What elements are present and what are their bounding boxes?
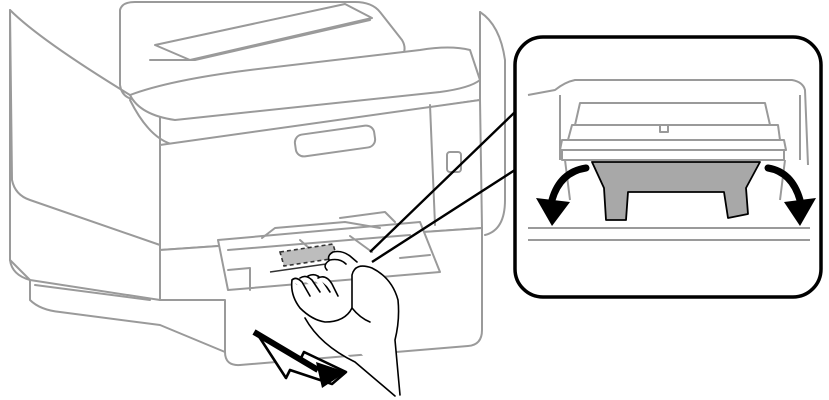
printer-icon — [9, 1, 506, 367]
printer-paper-feeder — [154, 3, 373, 61]
hand-icon — [290, 250, 401, 397]
callout-pointer — [369, 111, 519, 264]
cassette-detail — [527, 79, 810, 241]
rotate-down-arrow-icon — [536, 164, 590, 226]
printer-front-handle — [293, 124, 377, 158]
detail-inset — [513, 35, 823, 299]
rotate-down-arrow-icon — [764, 164, 816, 226]
pull-arrow-icon — [252, 329, 348, 388]
printer-control-panel — [129, 46, 481, 121]
printer-indicator — [446, 151, 462, 173]
paper-support — [591, 161, 761, 221]
